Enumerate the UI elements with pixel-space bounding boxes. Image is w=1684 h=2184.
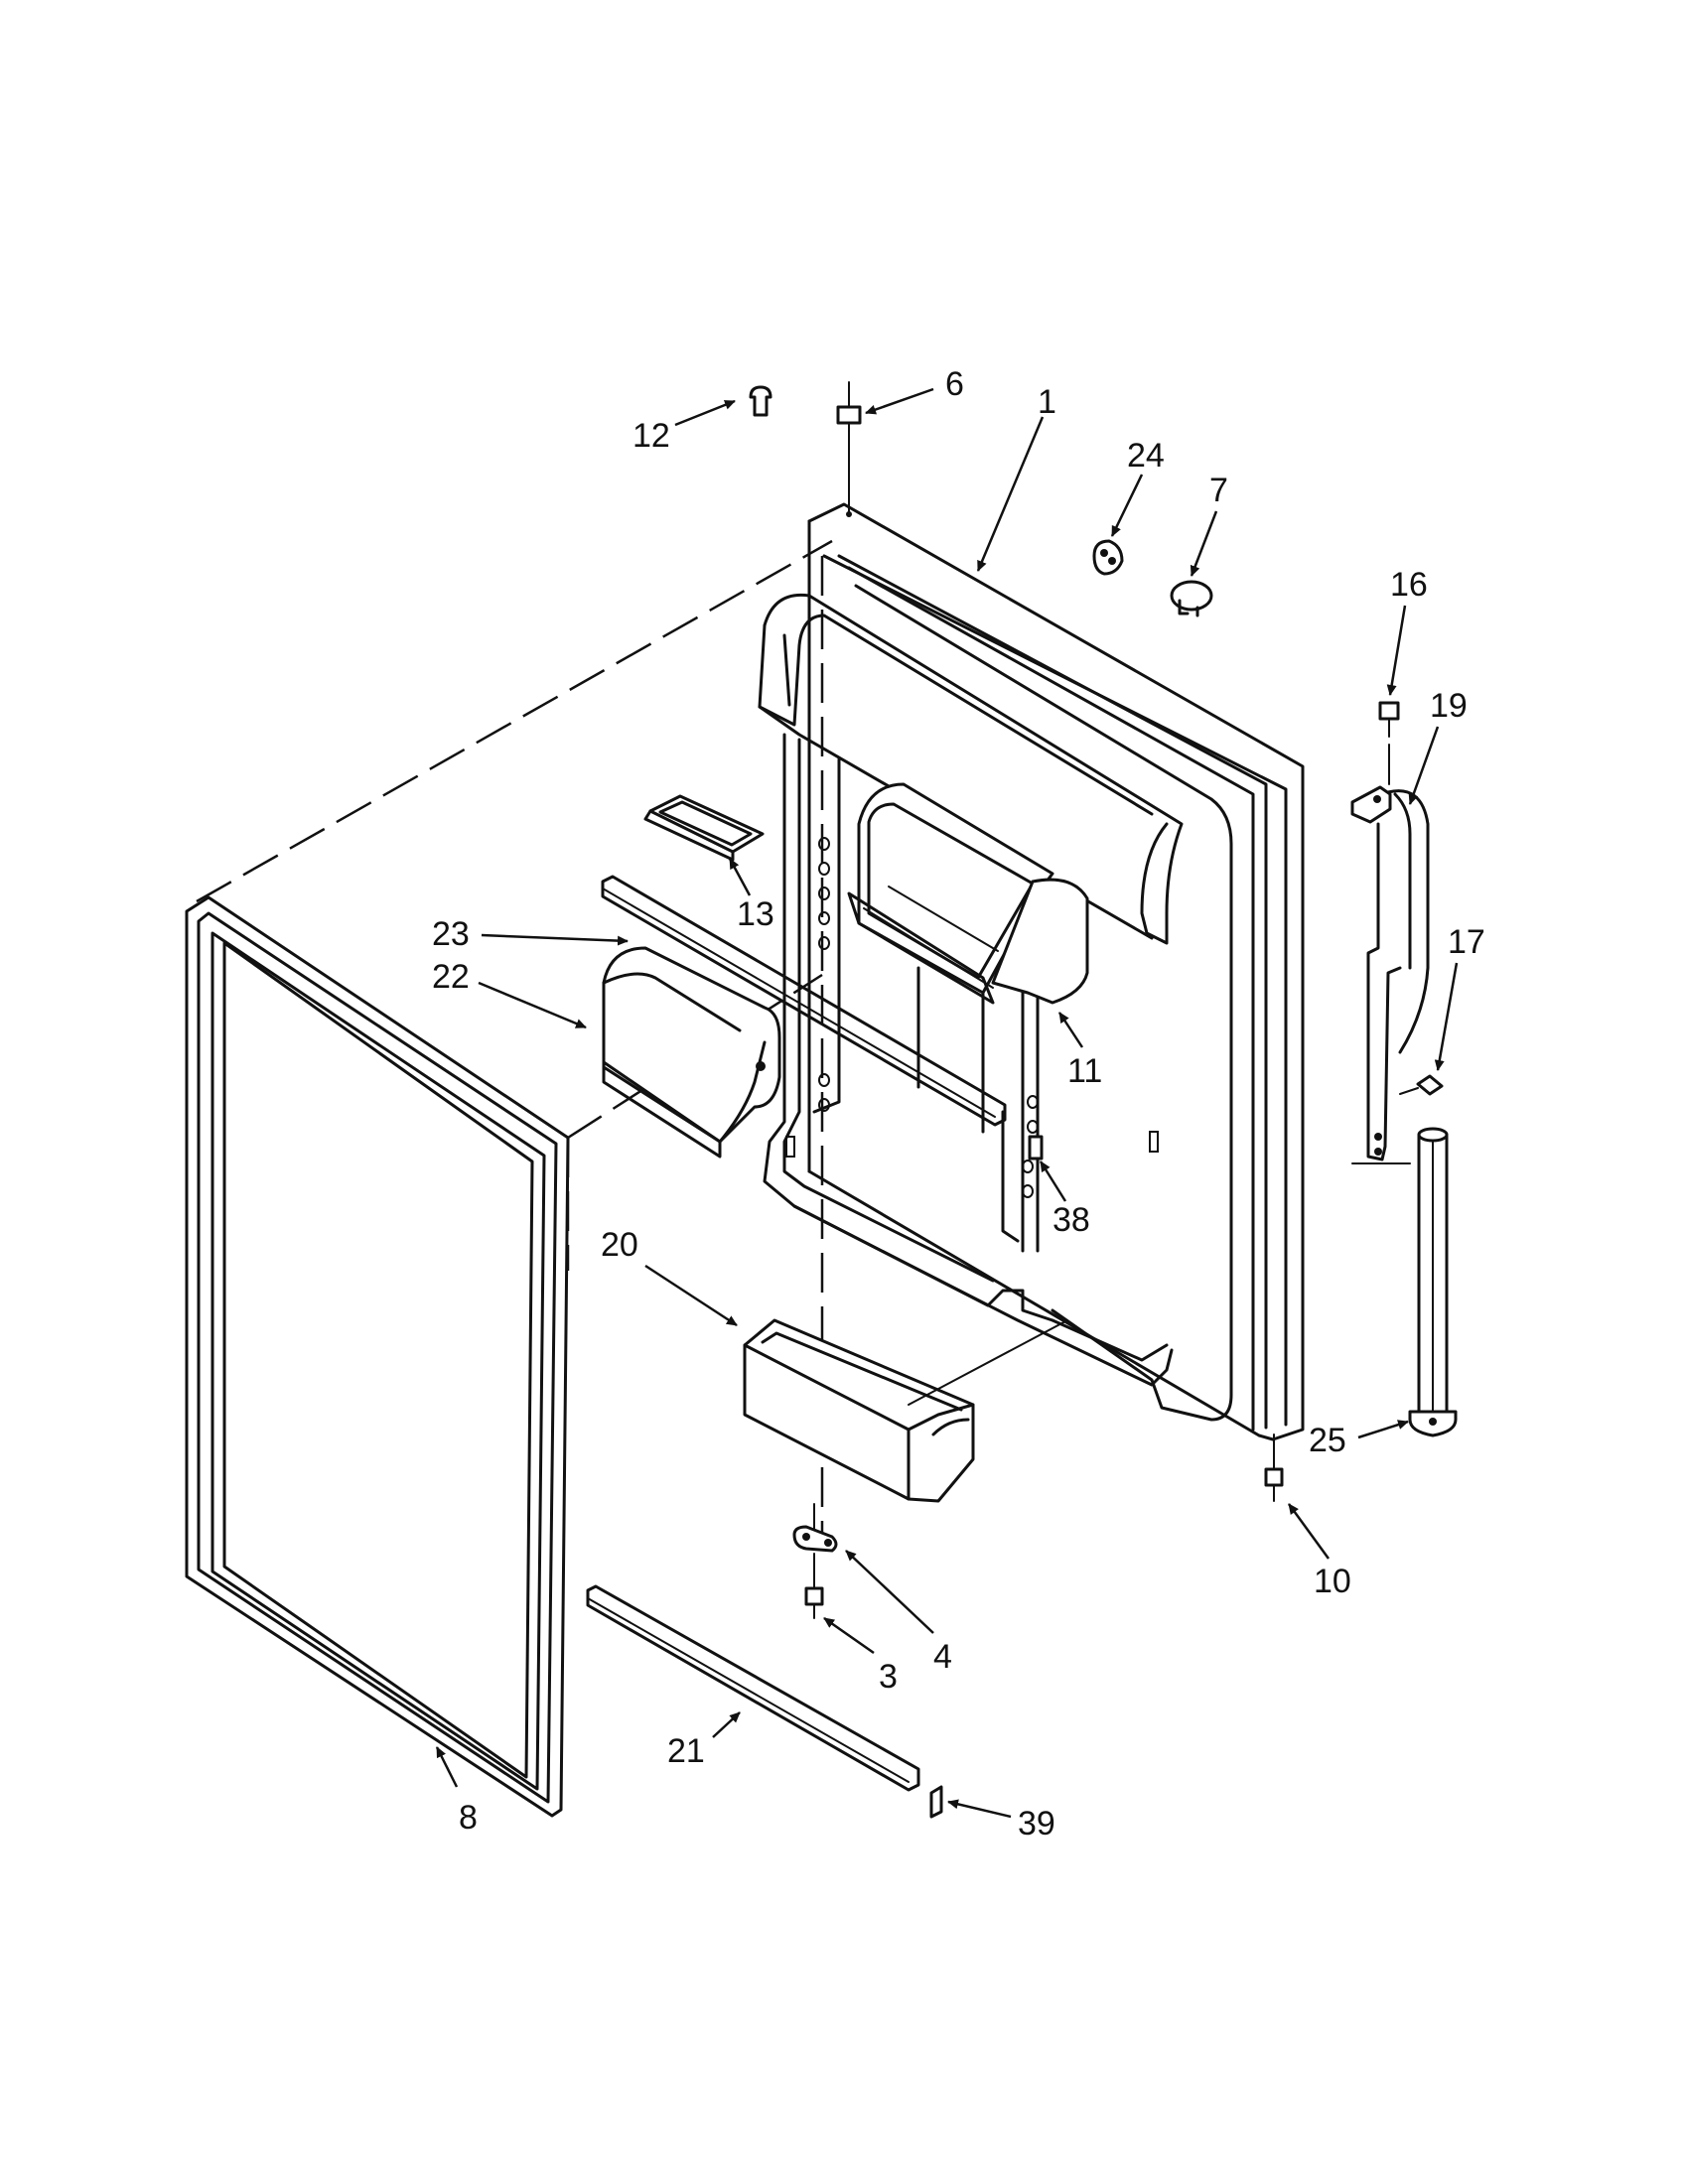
- door-handle: [1350, 785, 1430, 1164]
- door-bottom-screw: [1264, 1433, 1284, 1502]
- callout-16: 16: [1390, 566, 1428, 604]
- callout-1: 1: [1038, 383, 1056, 421]
- callout-4: 4: [933, 1638, 952, 1676]
- upper-door-bin: [847, 782, 1089, 1005]
- callout-7: 7: [1209, 472, 1228, 509]
- callout-24: 24: [1127, 437, 1165, 475]
- callout-23: 23: [432, 915, 470, 953]
- shelf-rail: [601, 875, 1007, 1127]
- callout-10: 10: [1314, 1563, 1351, 1600]
- handle-screw: [1378, 701, 1400, 785]
- door-stop-rod: [1408, 1127, 1458, 1437]
- shelf-clip: [1028, 1135, 1044, 1160]
- small-tray: [643, 794, 765, 862]
- callout-25: 25: [1309, 1422, 1346, 1459]
- handle-bottom-screw: [1399, 1074, 1444, 1096]
- end-cap: [929, 1785, 943, 1819]
- hinge-hole-plug: [749, 385, 772, 417]
- callout-12: 12: [632, 417, 670, 455]
- dairy-compartment: [602, 946, 781, 1159]
- callout-17: 17: [1448, 923, 1485, 961]
- callout-11: 11: [1067, 1052, 1102, 1090]
- callout-22: 22: [432, 958, 470, 996]
- callout-21: 21: [667, 1732, 705, 1770]
- bottom-trim-strip: [586, 1584, 920, 1792]
- callout-13: 13: [737, 895, 774, 933]
- lower-door-bin: [743, 1318, 1068, 1550]
- door-top-screw: [836, 405, 862, 443]
- door-panel: [758, 381, 1305, 1441]
- callout-8: 8: [459, 1799, 478, 1837]
- callout-19: 19: [1430, 687, 1468, 725]
- callout-numbers: 1 12 6 24 7 16 19 17 23 13 22 11 38 20 2…: [432, 365, 1485, 1843]
- lower-hinge: [792, 1525, 838, 1553]
- screw-cap: [1092, 539, 1124, 576]
- plug-button: [1170, 580, 1213, 617]
- callout-38: 38: [1052, 1201, 1090, 1239]
- leader-lines: [435, 387, 1459, 1819]
- callout-39: 39: [1018, 1805, 1055, 1843]
- callout-6: 6: [945, 365, 964, 403]
- door-gasket: [185, 895, 570, 1818]
- hinge-screw: [804, 1553, 824, 1619]
- callout-3: 3: [879, 1658, 898, 1696]
- callout-20: 20: [601, 1226, 638, 1264]
